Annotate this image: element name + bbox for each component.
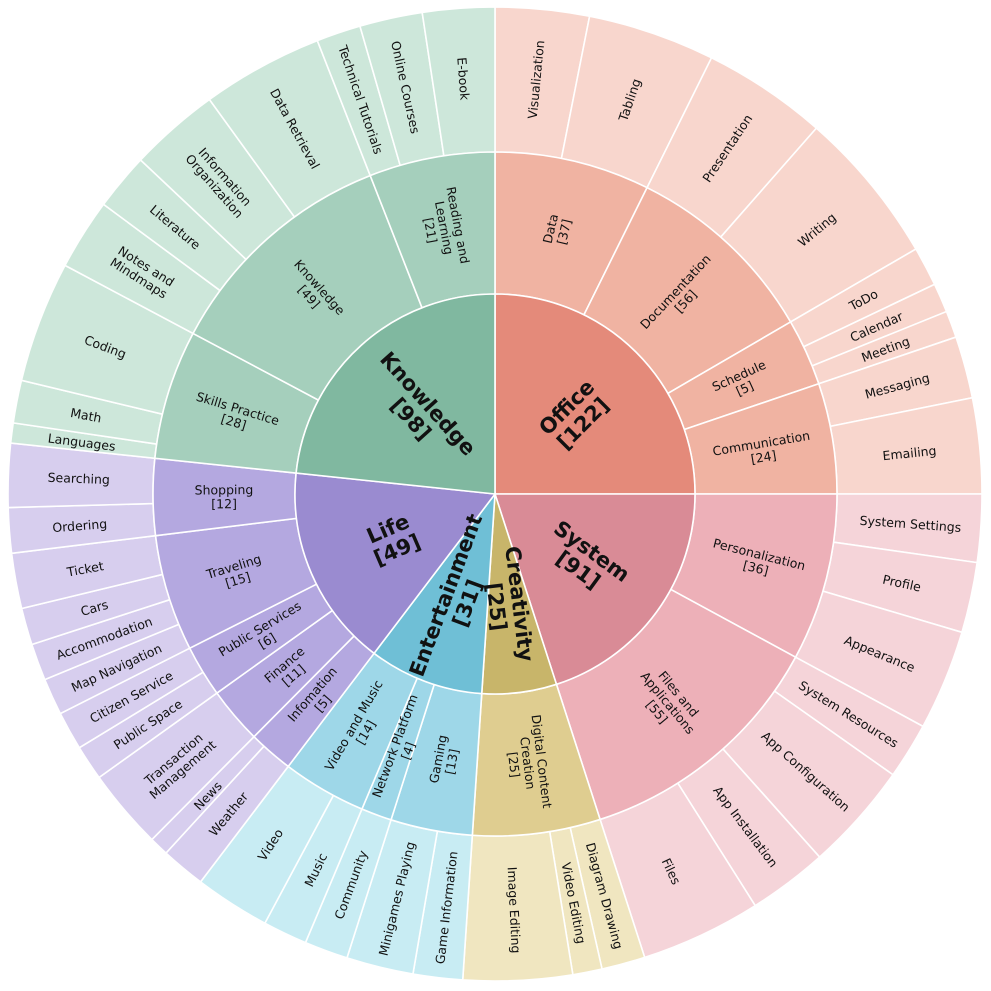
leaf-label-emailing: Emailing (882, 443, 937, 463)
leaf-label-image-editing: Image Editing (505, 866, 524, 953)
leaf-label-ordering: Ordering (52, 516, 108, 535)
category-segment-system[interactable] (493, 493, 696, 686)
category-segment-life[interactable] (294, 472, 497, 655)
center-ring (294, 293, 696, 695)
leaf-label-cars: Cars (79, 597, 110, 619)
leaf-label-system-settings: System Settings (859, 513, 962, 535)
leaf-label-math: Math (69, 405, 103, 426)
leaf-label-ticket: Ticket (65, 558, 105, 580)
category-segment-knowledge[interactable] (295, 293, 496, 495)
category-segment-entertainment[interactable] (372, 491, 496, 695)
category-segment-office[interactable] (494, 293, 696, 495)
group-label-gaming: Gaming[13] (426, 734, 464, 787)
outer-ring (7, 6, 983, 982)
leaf-label-searching: Searching (47, 470, 110, 487)
leaf-label-e-book: E-book (454, 57, 472, 102)
group-label-shopping: Shopping[12] (195, 482, 254, 512)
group-label-data: Data[37] (540, 212, 575, 248)
middle-ring (152, 151, 838, 837)
